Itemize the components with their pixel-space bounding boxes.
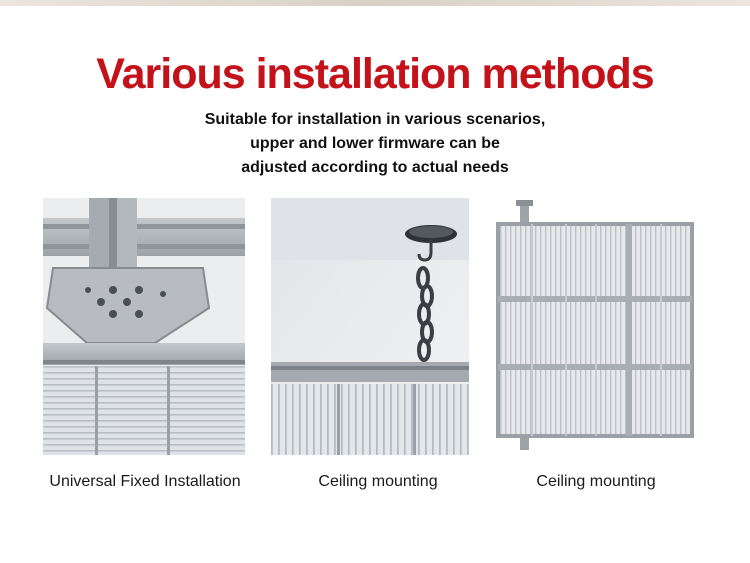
subtitle-line-1: Suitable for installation in various sce… (204, 111, 546, 128)
method-caption-ceiling-chain: Ceiling mounting (318, 473, 438, 490)
top-decorative-band (0, 0, 750, 6)
method-caption-universal-fixed: Universal Fixed Installation (49, 473, 241, 490)
page-subtitle: Suitable for installation in various sce… (0, 108, 750, 180)
method-image-ceiling-chain (271, 198, 469, 455)
method-image-universal-fixed (43, 198, 245, 455)
page-title: Various installation methods (96, 50, 654, 98)
method-caption-ceiling-grid: Ceiling mounting (536, 473, 656, 490)
method-image-ceiling-grid (495, 198, 695, 455)
subtitle-line-2: upper and lower firmware can be (250, 135, 500, 152)
subtitle-line-3: adjusted according to actual needs (241, 159, 509, 176)
